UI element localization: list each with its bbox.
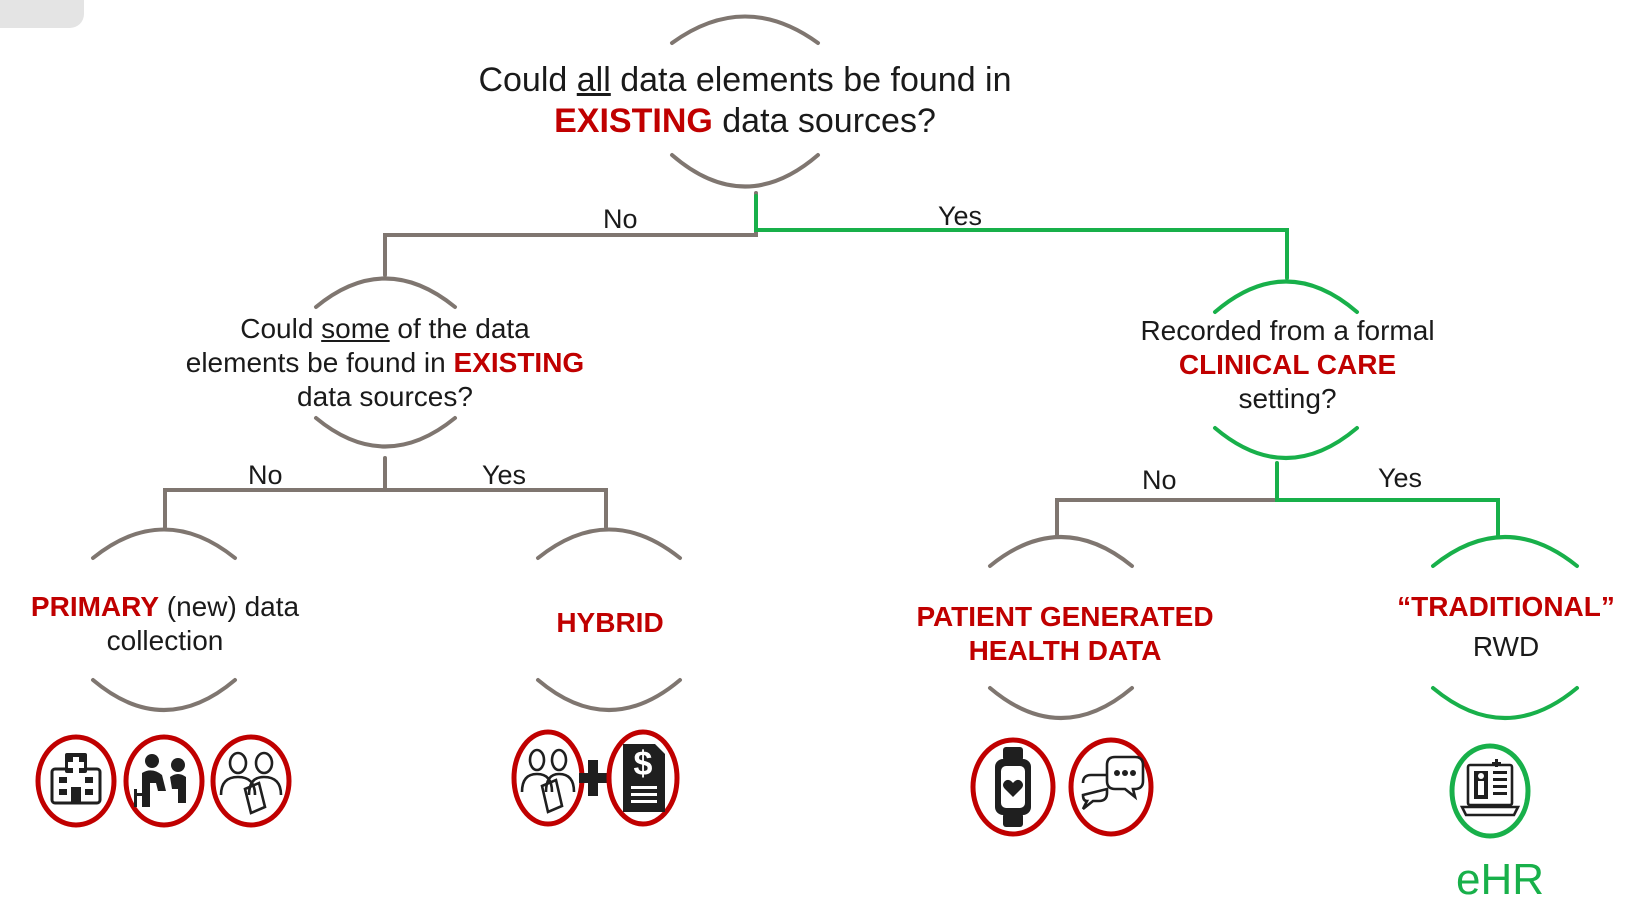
connector-left-yes [383,488,608,529]
svg-text:$: $ [634,745,653,783]
outcome-hybrid: HYBRID [500,606,720,640]
right-question-arc-bottom [1213,426,1359,460]
hospital-icon [35,734,117,828]
ehr-record-icon [1449,743,1531,839]
clinician-patient-icon [123,734,205,828]
billing-document-icon: $ [606,729,680,827]
root-arc-top [670,14,820,45]
root-highlight: EXISTING [554,102,713,140]
root-question: Could all data elements be found in EXIS… [478,61,1012,140]
connector-left-no [163,488,387,529]
hybrid-arc-top [536,527,682,560]
branch-label-right-yes: Yes [1378,463,1423,493]
primary-arc-bottom [91,678,237,712]
left-question-arc-top [314,276,457,309]
outcome-primary-highlight: PRIMARY [30,591,159,622]
outcome-traditional-highlight: “TRADITIONAL” [1397,591,1615,622]
pghd-arc-bottom [988,686,1134,720]
branch-label-left-no: No [248,460,283,490]
traditional-arc-top [1431,535,1579,568]
outcome-pghd: PATIENT GENERATED HEALTH DATA [916,601,1214,666]
smartwatch-icon [970,737,1056,837]
right-question-highlight: CLINICAL CARE [1178,349,1397,380]
survey-people-icon [210,734,292,828]
connector-right-no [1055,498,1279,538]
connector-right-yes [1275,461,1500,538]
traditional-arc-bottom [1431,686,1579,720]
hybrid-arc-bottom [536,678,682,712]
outcome-primary: PRIMARY (new) data collection [30,591,300,656]
root-arc-bottom [670,153,820,189]
branch-label-root-no: No [603,204,638,234]
chat-bubbles-icon [1068,737,1154,837]
left-question-highlight: EXISTING [453,347,585,378]
branch-label-root-yes: Yes [938,201,983,231]
left-question: Could some of the data elements be found… [185,313,585,412]
right-question-arc-top [1213,279,1359,314]
right-question: Recorded from a formal CLINICAL CARE set… [1080,314,1495,416]
survey-people-icon-hybrid [511,729,585,827]
connector-root-no [383,191,758,277]
root-emphasis: all [576,61,611,99]
outcome-hybrid-highlight: HYBRID [556,607,664,638]
outcome-traditional: “TRADITIONAL” RWD [1370,590,1642,664]
left-question-arc-bottom [314,416,457,449]
left-question-emphasis: some [321,313,390,344]
connector-root-yes [754,194,1289,280]
pghd-arc-top [988,535,1134,568]
corner-thumbnail [0,0,84,28]
ehr-caption: eHR [1456,855,1545,904]
branch-label-right-no: No [1142,465,1177,495]
plus-icon [579,760,607,796]
branch-label-left-yes: Yes [482,460,527,490]
primary-arc-top [91,527,237,560]
